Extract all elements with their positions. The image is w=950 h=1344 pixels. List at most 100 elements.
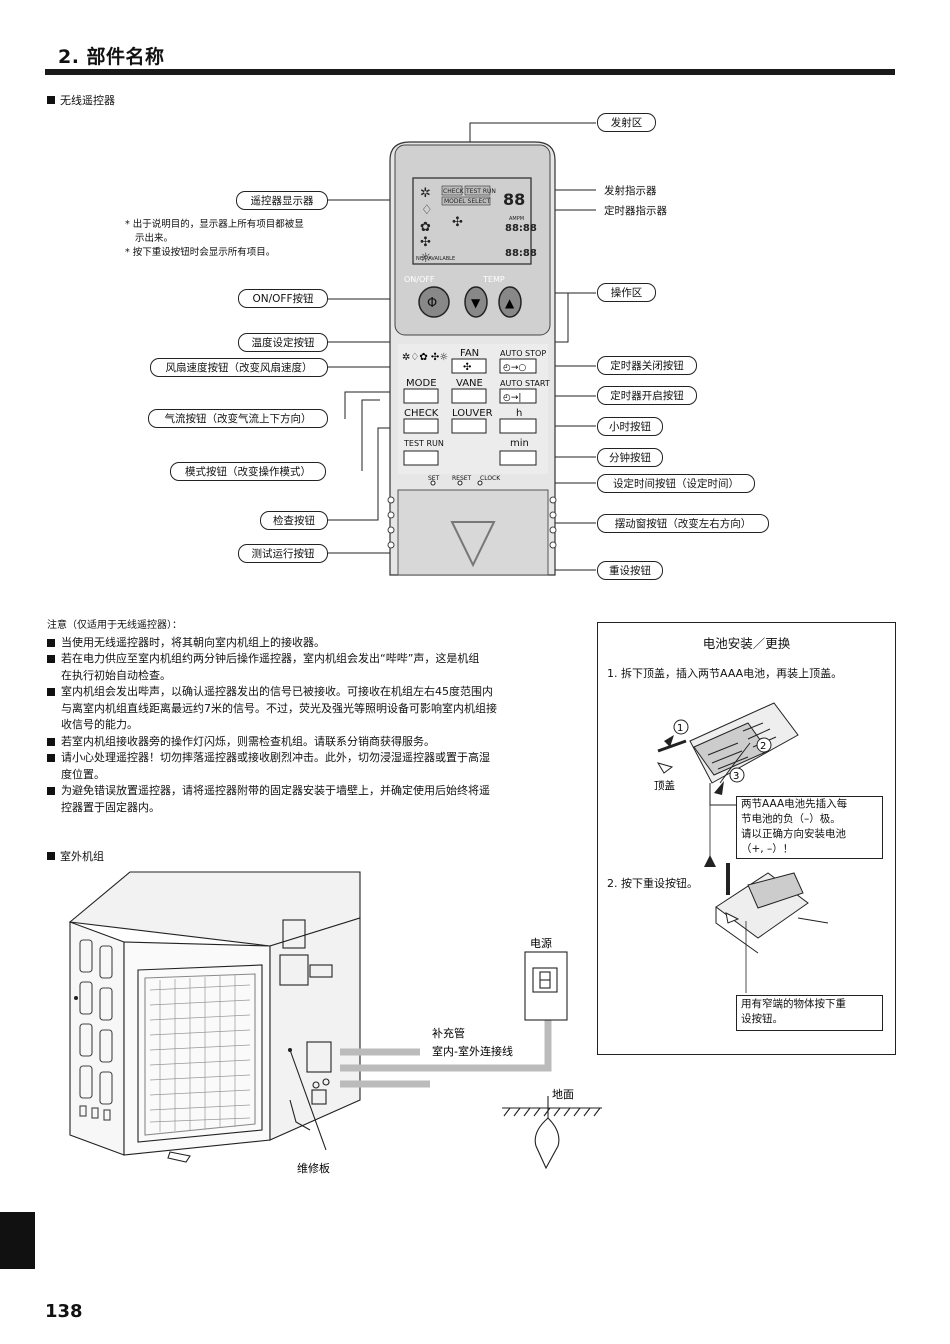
bullet-square-icon [47,96,55,104]
lcd-timer-digits: 88:88 [505,248,537,259]
bullet-square-icon [47,688,55,696]
note-item: 当使用无线遥控器时，将其朝向室内机组上的接收器。 [47,635,577,652]
outdoor-section-heading: 室外机组 [47,848,104,864]
svg-text:♢: ♢ [421,203,433,218]
display-note: * 出于说明目的，显示器上所有项目都被显 示出来。 * 按下重设按钮时会显示所有… [125,218,304,260]
minute-callout: 分钟按钮 [597,448,663,467]
display-note-line: * 按下重设按钮时会显示所有项目。 [125,247,276,258]
vane-callout: 气流按钮（改变气流上下方向） [148,409,328,428]
temp-up-button[interactable] [498,286,522,318]
title-rule [45,69,895,75]
battery-title: 电池安装／更换 [702,636,791,651]
bullet-square-icon [47,737,55,746]
note-item: 室内机组会发出哔声，以确认遥控器发出的信号已被接收。可接收在机组左右45度范围内… [47,684,577,734]
check-button[interactable] [403,418,439,434]
minute-button[interactable] [499,450,537,466]
fan-button[interactable] [451,358,487,374]
vane-button[interactable] [451,388,487,404]
hour-button[interactable] [499,418,537,434]
clock-label: CLOCK [480,475,501,482]
display-note-line: 示出来。 [135,233,174,244]
vane-label: VANE [456,378,483,389]
triangle-down-icon: ▼ [471,296,481,310]
remote-section-heading: 无线遥控器 [47,92,115,108]
operation-area-callout: 操作区 [597,283,656,302]
svg-text:✲: ✲ [420,186,431,201]
service-panel-label: 维修板 [297,1161,330,1175]
note-item: 若在电力供应至室内机组约两分钟后操作遥控器，室内机组会发出“哔哔”声，这是机组在… [47,651,577,684]
lcd-clock-digits: 88:88 [505,223,537,234]
onoff-callout: ON/OFF按钮 [238,289,328,308]
temp-callout: 温度设定按钮 [238,333,328,352]
fan-callout: 风扇速度按钮（改变风扇速度） [150,358,328,377]
onoff-label: ON/OFF [404,275,435,284]
timer-on-button[interactable] [499,388,537,404]
clock-callout: 设定时间按钮（设定时间） [597,474,755,493]
power-icon: Φ [427,296,437,311]
onoff-button[interactable] [418,286,450,318]
minute-label: min [510,438,529,449]
reset-note-box: 用有窄端的物体按下重 设按钮。 [736,995,883,1031]
lcd-not-available-text: NOT AVAILABLE [416,256,455,262]
note-item: 若室内机组接收器旁的操作灯闪烁，则需检查机组。请联系分销商获得服务。 [47,734,577,751]
page-number: 138 [45,1301,83,1322]
notes-block: 注意（仅适用于无线遥控器）： 当使用无线遥控器时，将其朝向室内机组上的接收器。 … [47,618,577,816]
autostart-label: AUTO START [500,379,550,388]
louver-callout: 摆动窗按钮（改变左右方向） [597,514,769,533]
check-label: CHECK [404,408,439,419]
mode-button[interactable] [403,388,439,404]
louver-button[interactable] [451,418,487,434]
svg-text:☼: ☼ [420,251,432,266]
reset-label: RESET [452,475,472,482]
battery-panel: 电池安装／更换 1. 拆下顶盖，插入两节AAA电池，再装上顶盖。 [597,622,896,1055]
clock-on-icon: ◴→| [503,393,521,403]
fan-label: FAN [460,348,479,359]
set-label: SET [428,475,440,482]
timer-off-callout: 定时器关闭按钮 [597,356,697,375]
bullet-square-icon [47,638,55,647]
battery-step2: 2. 按下重设按钮。 [607,877,698,890]
svg-text:88: 88 [503,190,525,209]
clock-off-icon: ◴→○ [503,363,526,373]
timer-off-button[interactable] [499,358,537,374]
pipe-label: 补充管 [432,1026,465,1040]
check-callout: 检查按钮 [260,511,328,530]
notes-heading: 注意（仅适用于无线遥控器）： [47,620,182,631]
wire-label: 室内-室外连接线 [432,1044,513,1058]
louver-label: LOUVER [452,408,493,419]
tx-indicator-label: 发射指示器 [604,185,657,197]
testrun-label: TEST RUN [403,439,444,448]
mode-callout: 模式按钮（改变操作模式） [170,462,326,481]
battery-note-box: 两节AAA电池先插入每 节电池的负（–）极。 请以正确方向安装电池 （+, –）… [736,796,883,859]
testrun-button[interactable] [403,450,439,466]
battery-step1: 1. 拆下顶盖，插入两节AAA电池，再装上顶盖。 [607,667,843,680]
battery-diagram: 1 2 3 顶盖 [654,702,829,993]
step-num-2: 2 [760,741,766,752]
outdoor-unit-diagram: 电源 补充管 室内-室外连接线 地面 维修板 [68,871,602,1175]
step-num-3: 3 [733,771,739,782]
bullet-square-icon [47,754,55,762]
cover-label: 顶盖 [654,779,675,792]
display-callout: 遥控器显示器 [236,191,328,210]
bullet-square-icon [47,787,55,795]
bullet-square-icon [47,655,55,663]
timer-on-callout: 定时器开启按钮 [597,386,697,405]
fan-icon: ✣ [463,362,471,373]
note-item: 请小心处理遥控器！切勿摔落遥控器或接收剧烈冲击。此外，切勿浸湿遥控器或置于高湿度… [47,750,577,783]
display-note-line: * 出于说明目的，显示器上所有项目都被显 [125,219,304,230]
lcd-model-select-text: MODEL SELECT [444,198,490,205]
side-tab [0,1212,35,1269]
lcd-ampm-text: AMPM [509,216,524,222]
timer-indicator-label: 定时器指示器 [604,205,667,217]
triangle-up-icon: ▲ [505,296,515,310]
lcd-mode-icons: ✲♢✿✣☼ ✣ [420,186,463,266]
temp-down-button[interactable] [464,286,488,318]
autostop-label: AUTO STOP [500,349,546,358]
power-label: 电源 [530,936,552,950]
testrun-callout: 测试运行按钮 [238,544,328,563]
svg-text:✣: ✣ [452,215,463,230]
lcd-testrun-text: TEST RUN [465,188,496,195]
remote-body: CHECK TEST RUN MODEL SELECT NOT AVAILABL… [387,141,557,576]
reset-callout: 重设按钮 [597,561,663,580]
ground-label: 地面 [552,1088,574,1101]
